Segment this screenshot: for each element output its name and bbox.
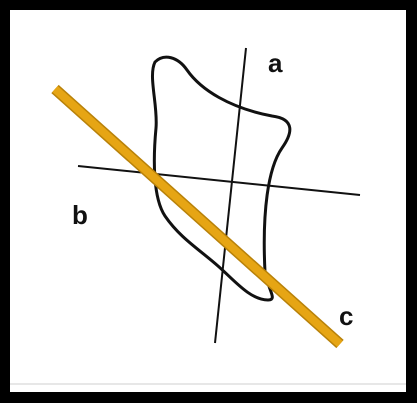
highlight-line-c [52, 86, 343, 347]
diagram-canvas: a b c [10, 47, 406, 385]
axis-line-a [214, 47, 247, 344]
label-b: b [72, 200, 88, 230]
axis-line-b [77, 165, 361, 196]
diagram-panel: a b c [10, 10, 406, 392]
label-c: c [339, 301, 353, 331]
irregular-outline-shape [151, 55, 292, 302]
label-a: a [268, 48, 283, 78]
